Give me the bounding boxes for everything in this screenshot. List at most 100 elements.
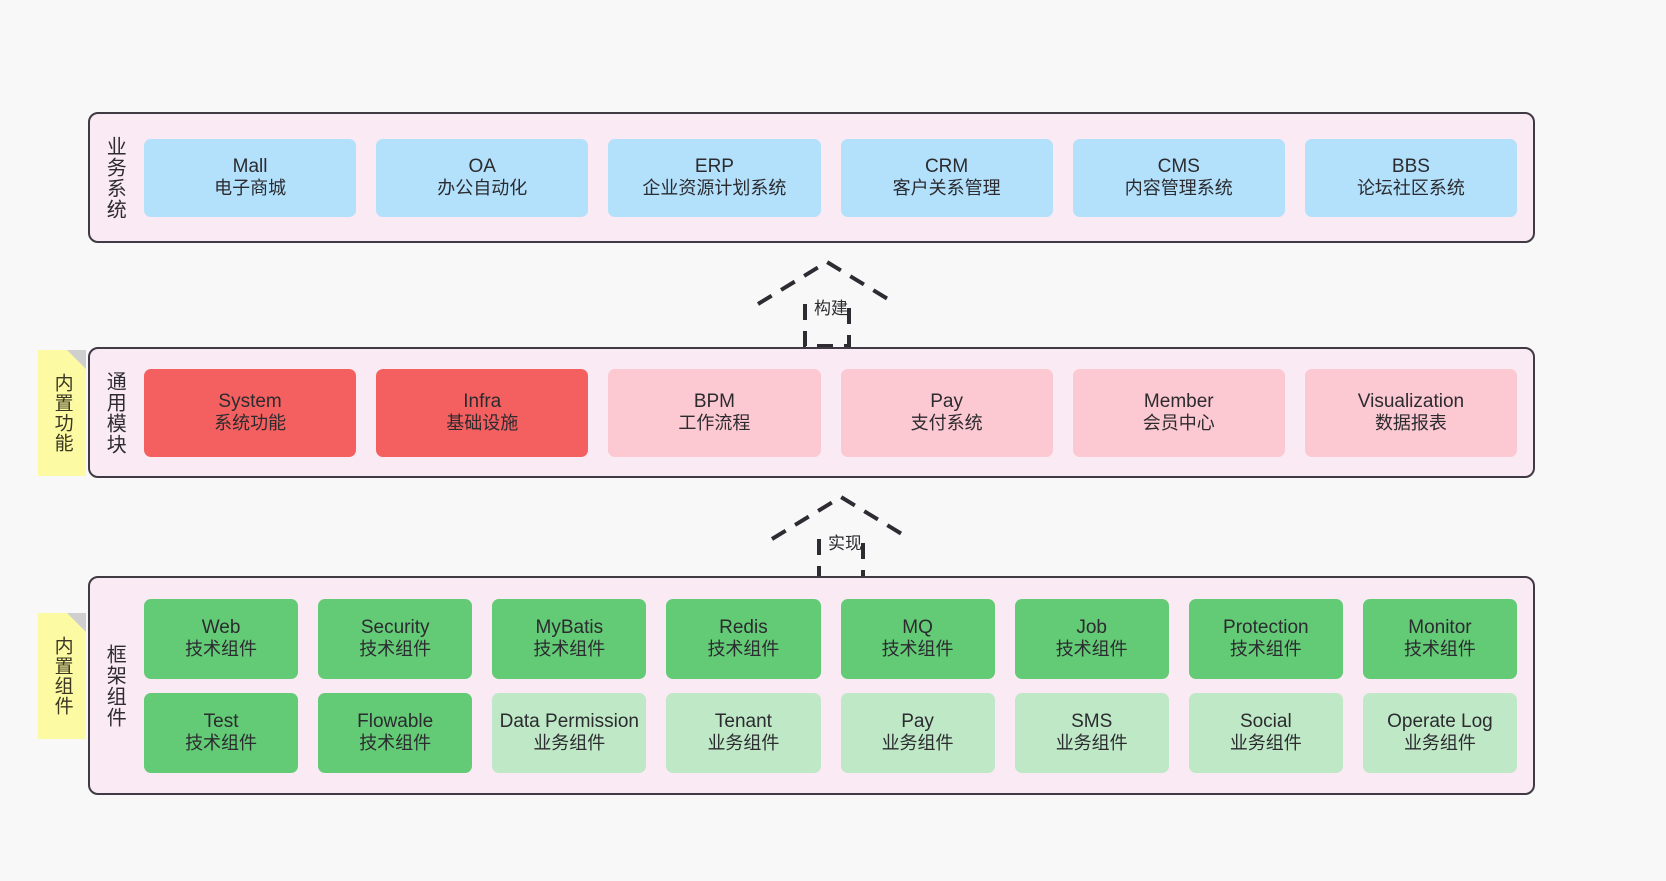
common-card-row: System 系统功能 Infra 基础设施 BPM 工作流程 Pay 支付系统… [144,368,1518,457]
layer-framework-component-body: Web 技术组件 Security 技术组件 MyBatis 技术组件 Redi… [138,578,1533,793]
card-web-title: Web [201,616,241,638]
card-monitor[interactable]: Monitor 技术组件 [1362,598,1517,679]
framework-business-row: Test 技术组件 Flowable 技术组件 Data Permission … [144,692,1517,773]
card-mq-desc: 技术组件 [881,639,954,660]
card-system-desc: 系统功能 [214,413,287,434]
card-mq-title: MQ [902,616,933,638]
card-pay-component-title: Pay [901,710,934,732]
card-member[interactable]: Member 会员中心 [1072,368,1285,457]
card-job[interactable]: Job 技术组件 [1014,598,1169,679]
card-bpm[interactable]: BPM 工作流程 [608,368,821,457]
card-pay-component[interactable]: Pay 业务组件 [840,692,995,773]
card-protection-desc: 技术组件 [1229,639,1302,660]
card-erp-title: ERP [694,155,734,177]
card-protection-title: Protection [1223,616,1309,638]
card-sms-title: SMS [1071,710,1113,732]
card-test[interactable]: Test 技术组件 [144,692,299,773]
card-sms[interactable]: SMS 业务组件 [1014,692,1169,773]
card-monitor-title: Monitor [1408,616,1472,638]
card-bpm-desc: 工作流程 [678,413,751,434]
card-tenant[interactable]: Tenant 业务组件 [666,692,821,773]
card-infra-title: Infra [463,390,502,412]
card-data-permission[interactable]: Data Permission 业务组件 [492,692,647,773]
card-mall-desc: 电子商城 [214,178,287,199]
note-builtin-component[interactable]: 内置组件 [38,613,86,739]
card-social-desc: 业务组件 [1229,733,1302,754]
card-pay-module-desc: 支付系统 [910,413,983,434]
card-social-title: Social [1239,710,1292,732]
card-bpm-title: BPM [693,390,736,412]
card-job-title: Job [1076,616,1107,638]
note-builtin-component-label: 内置组件 [51,636,73,716]
card-redis[interactable]: Redis 技术组件 [666,598,821,679]
note-fold-corner-icon [67,350,86,369]
card-security[interactable]: Security 技术组件 [318,598,473,679]
card-pay-module[interactable]: Pay 支付系统 [840,368,1053,457]
layer-common-module-body: System 系统功能 Infra 基础设施 BPM 工作流程 Pay 支付系统… [138,349,1533,476]
card-test-desc: 技术组件 [185,733,258,754]
card-protection[interactable]: Protection 技术组件 [1188,598,1343,679]
card-bbs-title: BBS [1391,155,1430,177]
card-oa[interactable]: OA 办公自动化 [376,138,589,217]
connector-build: 构建 [752,256,902,348]
layer-common-module-label: 通用模块 [103,370,126,455]
card-security-title: Security [360,616,430,638]
card-mall[interactable]: Mall 电子商城 [144,138,357,217]
card-redis-title: Redis [719,616,768,638]
card-infra[interactable]: Infra 基础设施 [376,368,589,457]
note-fold-corner-icon [67,613,86,632]
card-infra-desc: 基础设施 [446,413,519,434]
card-pay-component-desc: 业务组件 [881,733,954,754]
card-operate-log[interactable]: Operate Log 业务组件 [1362,692,1517,773]
card-job-desc: 技术组件 [1055,639,1128,660]
layer-business-system-label: 业务系统 [103,135,126,220]
card-oa-desc: 办公自动化 [437,178,528,199]
card-erp[interactable]: ERP 企业资源计划系统 [608,138,821,217]
card-web[interactable]: Web 技术组件 [144,598,299,679]
card-operate-log-title: Operate Log [1387,710,1493,732]
card-mq[interactable]: MQ 技术组件 [840,598,995,679]
connector-implement-label: 实现 [828,534,862,553]
card-crm[interactable]: CRM 客户关系管理 [840,138,1053,217]
card-sms-desc: 业务组件 [1055,733,1128,754]
card-pay-module-title: Pay [930,390,963,412]
card-crm-title: CRM [924,155,969,177]
card-monitor-desc: 技术组件 [1403,639,1476,660]
card-visualization[interactable]: Visualization 数据报表 [1304,368,1518,457]
card-tenant-desc: 业务组件 [707,733,780,754]
card-data-permission-title: Data Permission [499,710,639,732]
note-builtin-function[interactable]: 内置功能 [38,350,86,476]
card-flowable[interactable]: Flowable 技术组件 [318,692,473,773]
card-mybatis[interactable]: MyBatis 技术组件 [492,598,647,679]
card-cms[interactable]: CMS 内容管理系统 [1072,138,1285,217]
card-oa-title: OA [468,155,496,177]
card-member-title: Member [1143,390,1214,412]
card-member-desc: 会员中心 [1142,413,1215,434]
card-flowable-desc: 技术组件 [359,733,432,754]
card-visualization-title: Visualization [1357,390,1465,412]
card-test-title: Test [203,710,239,732]
card-crm-desc: 客户关系管理 [892,178,1001,199]
note-builtin-function-label: 内置功能 [51,373,73,453]
card-flowable-title: Flowable [357,710,434,732]
layer-common-module[interactable]: 通用模块 System 系统功能 Infra 基础设施 BPM 工作流程 Pay… [88,347,1535,478]
card-web-desc: 技术组件 [185,639,258,660]
card-cms-title: CMS [1157,155,1200,177]
card-security-desc: 技术组件 [359,639,432,660]
card-cms-desc: 内容管理系统 [1124,178,1233,199]
card-mall-title: Mall [232,155,268,177]
card-bbs[interactable]: BBS 论坛社区系统 [1304,138,1518,217]
card-social[interactable]: Social 业务组件 [1188,692,1343,773]
card-redis-desc: 技术组件 [707,639,780,660]
card-system-title: System [218,390,282,412]
card-mybatis-title: MyBatis [535,616,604,638]
card-system[interactable]: System 系统功能 [144,368,357,457]
layer-business-system[interactable]: 业务系统 Mall 电子商城 OA 办公自动化 ERP 企业资源计划系统 CRM… [88,112,1535,243]
card-tenant-title: Tenant [714,710,772,732]
card-operate-log-desc: 业务组件 [1403,733,1476,754]
layer-business-system-body: Mall 电子商城 OA 办公自动化 ERP 企业资源计划系统 CRM 客户关系… [138,114,1533,241]
business-card-row: Mall 电子商城 OA 办公自动化 ERP 企业资源计划系统 CRM 客户关系… [144,138,1518,217]
layer-framework-component[interactable]: 框架组件 Web 技术组件 Security 技术组件 MyBatis 技术组件… [88,576,1535,795]
connector-build-label: 构建 [814,299,848,318]
